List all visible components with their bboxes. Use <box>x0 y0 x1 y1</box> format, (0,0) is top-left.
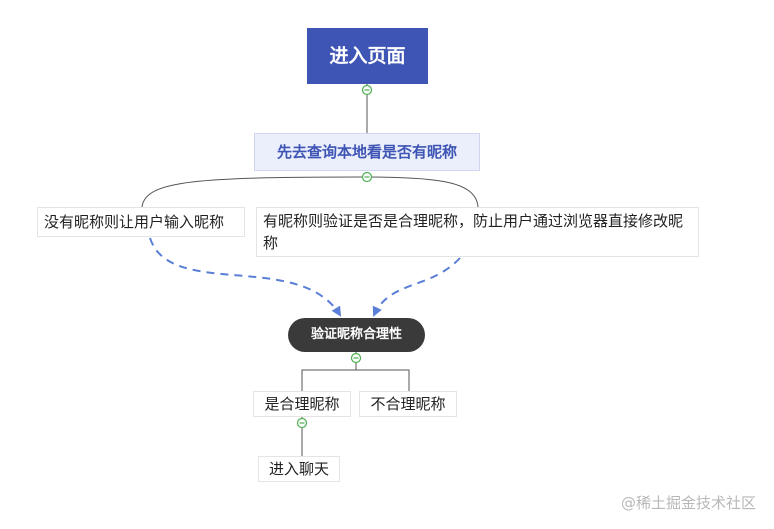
node-validate-nickname[interactable]: 验证昵称合理性 <box>288 318 425 352</box>
node-invalid-nickname-label: 不合理昵称 <box>370 395 446 413</box>
node-has-nickname[interactable]: 有昵称则验证是否是合理昵称，防止用户通过浏览器直接修改昵称 <box>256 207 699 257</box>
node-no-nickname[interactable]: 没有昵称则让用户输入昵称 <box>37 207 245 237</box>
node-invalid-nickname[interactable]: 不合理昵称 <box>359 391 457 417</box>
node-valid-nickname[interactable]: 是合理昵称 <box>253 391 351 417</box>
collapse-toggle-icon[interactable] <box>361 171 373 183</box>
connector-query-has-nickname <box>366 176 479 208</box>
connector-validate-results <box>301 369 410 391</box>
connector-query-no-nickname <box>141 176 368 208</box>
node-has-nickname-label: 有昵称则验证是否是合理昵称，防止用户通过浏览器直接修改昵称 <box>263 212 684 252</box>
node-query-local[interactable]: 先去查询本地看是否有昵称 <box>254 133 480 171</box>
node-no-nickname-label: 没有昵称则让用户输入昵称 <box>44 213 225 231</box>
node-enter-chat[interactable]: 进入聊天 <box>258 456 340 482</box>
node-enter-chat-label: 进入聊天 <box>268 460 329 478</box>
watermark: @稀土掘金技术社区 <box>620 494 756 512</box>
node-valid-nickname-label: 是合理昵称 <box>264 395 340 413</box>
collapse-toggle-icon[interactable] <box>361 84 373 96</box>
node-query-local-label: 先去查询本地看是否有昵称 <box>276 143 457 161</box>
collapse-toggle-icon[interactable] <box>350 352 362 364</box>
collapse-toggle-icon[interactable] <box>296 417 308 429</box>
node-enter-page-label: 进入页面 <box>329 45 406 67</box>
dashed-arrow-right <box>372 257 461 317</box>
node-validate-nickname-label: 验证昵称合理性 <box>310 327 402 342</box>
dashed-arrow-left <box>149 237 342 317</box>
node-enter-page[interactable]: 进入页面 <box>307 28 428 84</box>
